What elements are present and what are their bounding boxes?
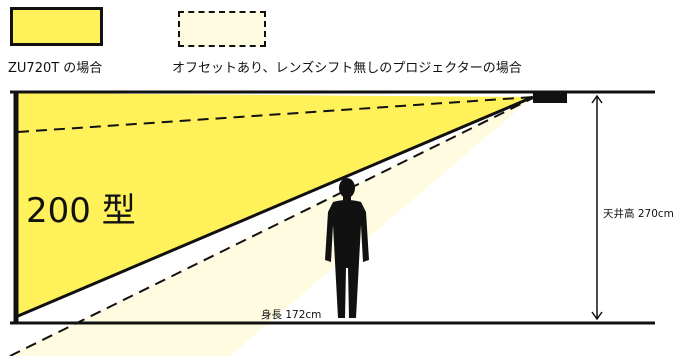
offset-beam-lower-edge [9, 97, 534, 356]
legend-swatch-offset-projector [178, 11, 266, 47]
legend-label-zu720t: ZU720T の場合 [8, 61, 103, 76]
person-height-label: 身長 172cm [261, 308, 321, 321]
screen-size-label: 200 型 [26, 191, 136, 231]
zu720t-beam-lower-edge [17, 95, 534, 318]
ceiling-height-label: 天井高 270cm [603, 207, 674, 220]
person-silhouette-icon [325, 178, 369, 318]
height-arrow-icon [591, 94, 603, 321]
legend-label-offset-projector: オフセットあり、レンズシフト無しのプロジェクターの場合 [172, 61, 522, 76]
legend-swatch-zu720t [10, 7, 103, 46]
projector-icon [533, 92, 567, 103]
offset-beam-upper-edge [17, 96, 534, 133]
